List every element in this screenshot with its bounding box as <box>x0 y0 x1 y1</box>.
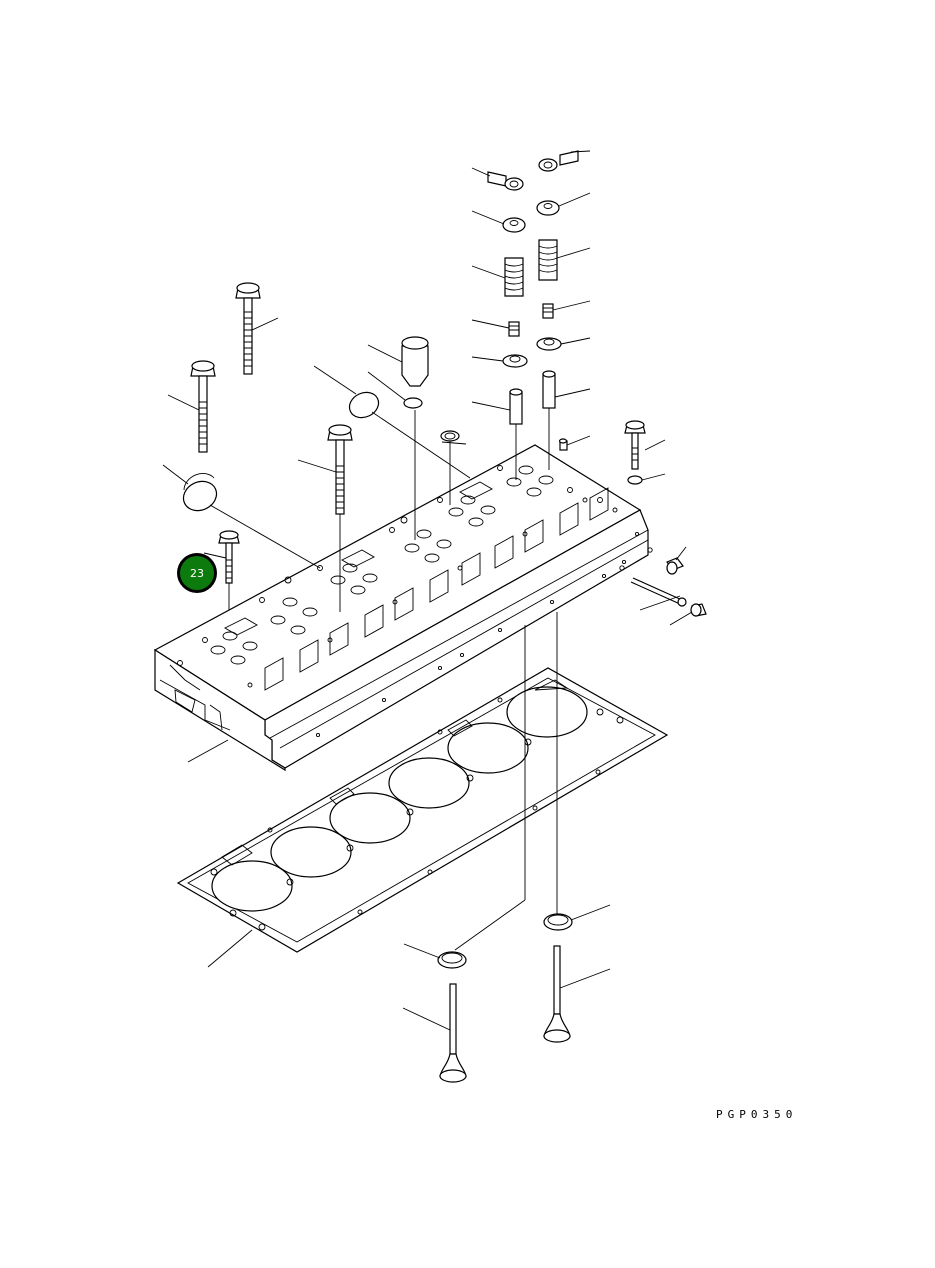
spring-seat-left[interactable] <box>502 354 528 368</box>
valve-spring-left[interactable] <box>504 257 524 297</box>
callout-number: 23 <box>190 567 204 580</box>
valve-guide-right[interactable] <box>542 370 556 409</box>
head-bolt-short[interactable] <box>218 530 240 584</box>
valve-guide-left[interactable] <box>509 388 523 425</box>
callout-badge-23[interactable]: 23 <box>177 553 217 593</box>
top-face-holes <box>177 465 618 688</box>
valve-seat-insert-right[interactable] <box>543 913 573 931</box>
injector-sleeve[interactable] <box>401 336 429 387</box>
expansion-plug-2[interactable] <box>345 388 382 422</box>
valve-spring-right[interactable] <box>538 239 558 281</box>
drawing-code: PGP0350 <box>716 1108 797 1121</box>
front-face-holes <box>315 531 653 738</box>
cylinder-ports <box>264 487 609 691</box>
plug-lower-right[interactable] <box>690 603 707 617</box>
tube-right[interactable] <box>630 577 687 607</box>
head-bolt-long-3[interactable] <box>327 424 353 515</box>
valve-spring-inner-left[interactable] <box>508 321 520 337</box>
o-ring[interactable] <box>403 397 423 409</box>
head-bolt-long-1[interactable] <box>235 282 261 375</box>
dowel-pin[interactable] <box>558 438 568 451</box>
head-bolt-long-2[interactable] <box>190 360 216 453</box>
head-gasket[interactable] <box>176 667 669 953</box>
leader-lines <box>162 150 693 1031</box>
assembly-lines <box>209 408 558 951</box>
valve-spring-inner-right[interactable] <box>542 303 554 319</box>
gasket-holes <box>210 697 624 931</box>
expansion-plug-1[interactable] <box>179 473 222 515</box>
exhaust-valve[interactable] <box>543 945 571 1043</box>
spring-seat-right[interactable] <box>536 337 562 351</box>
washer-small-right[interactable] <box>627 475 643 485</box>
valve-seat-insert-left[interactable] <box>437 951 467 969</box>
spring-retainer-left[interactable] <box>502 217 526 233</box>
valve-cotter-right[interactable] <box>538 150 579 172</box>
dowel-sleeve[interactable] <box>440 430 460 442</box>
cylinder-head[interactable] <box>153 444 653 772</box>
plug-upper-right[interactable] <box>666 557 684 575</box>
valve-cotter-left[interactable] <box>487 171 524 191</box>
valve-bores <box>210 465 554 665</box>
spring-retainer-right[interactable] <box>536 200 560 216</box>
head-bolt-small-right[interactable] <box>624 420 646 470</box>
intake-valve[interactable] <box>439 983 467 1083</box>
